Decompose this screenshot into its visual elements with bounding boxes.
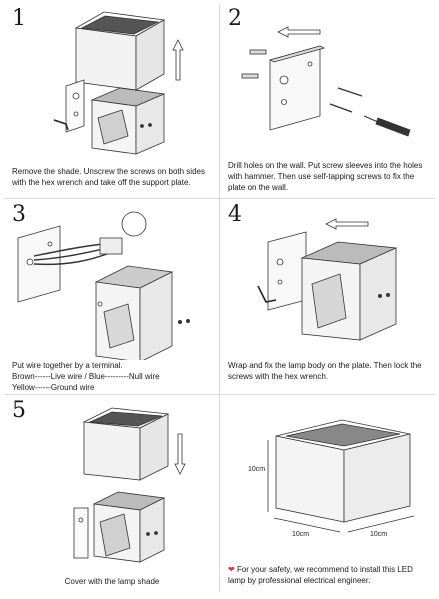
step-1-number: 1 bbox=[12, 6, 26, 31]
step-3-panel: 3 bbox=[4, 200, 218, 392]
width-dimension-label: 10cm bbox=[292, 531, 310, 538]
row-divider-1 bbox=[4, 198, 435, 199]
step-1-illustration bbox=[53, 11, 184, 155]
step-4-number: 4 bbox=[228, 202, 242, 227]
step-2-panel: 2 Drill bbox=[220, 4, 435, 196]
step-1-panel: 1 bbox=[4, 4, 218, 196]
step-3-caption-line-2: Brown------Live wire / Blue---------Null… bbox=[12, 372, 160, 381]
step-2-number: 2 bbox=[228, 6, 242, 31]
step-5-panel: 5 Cover with the bbox=[4, 396, 218, 594]
safety-note: ❤ For your safety, we recommend to insta… bbox=[228, 564, 429, 586]
step-2-caption: Drill holes on the wall. Put screw sleev… bbox=[228, 161, 423, 192]
row-divider-2 bbox=[4, 394, 435, 395]
step-4-panel: 4 Wrap and fix the lamp body bbox=[220, 200, 435, 392]
step-5-caption: Cover with the lamp shade bbox=[64, 577, 160, 586]
safety-note-text: For your safety, we recommend to install… bbox=[228, 565, 413, 585]
step-3-number: 3 bbox=[12, 202, 26, 227]
step-3-caption: Put wire together by a terminal. Brown--… bbox=[12, 360, 212, 392]
step-5-number: 5 bbox=[12, 398, 26, 423]
step-1-caption: Remove the shade. Unscrew the screws on … bbox=[12, 167, 205, 187]
depth-dimension-label: 10cm bbox=[370, 531, 388, 538]
step-3-caption-line-1: Put wire together by a terminal. bbox=[12, 361, 123, 370]
height-dimension-label: 10cm bbox=[248, 466, 266, 473]
column-divider bbox=[219, 4, 220, 592]
dimensions-panel: 10cm 10cm 10cm ❤ For your safety, we rec… bbox=[220, 396, 435, 594]
step-3-caption-line-3: Yellow------Ground wire bbox=[12, 383, 95, 392]
step-5-illustration bbox=[73, 407, 186, 563]
dimensions-illustration bbox=[267, 419, 415, 533]
step-3-illustration bbox=[17, 211, 190, 360]
heart-icon: ❤ bbox=[228, 565, 235, 574]
step-4-illustration bbox=[257, 218, 398, 341]
step-4-caption: Wrap and fix the lamp body on the plate.… bbox=[228, 361, 422, 381]
step-2-illustration bbox=[241, 26, 411, 137]
